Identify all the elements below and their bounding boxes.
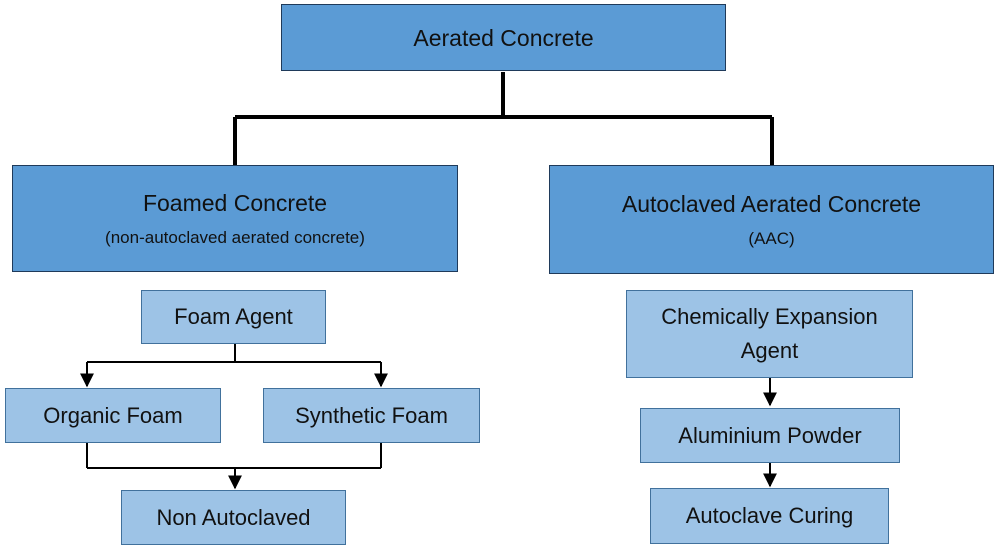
- organic-foam-label: Organic Foam: [43, 402, 183, 428]
- chemical-expansion-line1: Chemically Expansion: [661, 304, 878, 329]
- non-autoclaved-box: Non Autoclaved: [121, 490, 346, 545]
- aerated-concrete-label: Aerated Concrete: [413, 24, 594, 51]
- non-autoclaved-connector: [86, 443, 382, 490]
- autoclave-curing-label: Autoclave Curing: [685, 503, 854, 528]
- autoclave-curing-box: Autoclave Curing: [650, 488, 889, 544]
- aluminium-powder-label: Aluminium Powder: [678, 422, 862, 448]
- foamed-concrete-box: Foamed Concrete (non-autoclaved aerated …: [12, 165, 458, 272]
- foam-agent-box: Foam Agent: [141, 290, 326, 344]
- foamed-concrete-title: Foamed Concrete: [142, 189, 328, 216]
- synthetic-foam-label: Synthetic Foam: [295, 402, 448, 428]
- synthetic-foam-box: Synthetic Foam: [263, 388, 480, 443]
- aac-subtitle: (AAC): [748, 228, 795, 248]
- foamed-concrete-subtitle: (non-autoclaved aerated concrete): [105, 227, 365, 247]
- aac-title: Autoclaved Aerated Concrete: [621, 190, 922, 217]
- root-connector: [233, 72, 774, 165]
- aerated-concrete-box: Aerated Concrete: [281, 4, 726, 71]
- chemical-expansion-agent-box: Chemically Expansion Agent: [626, 290, 913, 378]
- aluminium-powder-box: Aluminium Powder: [640, 408, 900, 463]
- chemical-expansion-line2: Agent: [740, 338, 799, 363]
- foam-agent-label: Foam Agent: [174, 304, 293, 329]
- foam-agent-connector: [80, 344, 388, 388]
- organic-foam-box: Organic Foam: [5, 388, 221, 443]
- non-autoclaved-label: Non Autoclaved: [156, 504, 311, 530]
- aac-box: Autoclaved Aerated Concrete (AAC): [549, 165, 994, 274]
